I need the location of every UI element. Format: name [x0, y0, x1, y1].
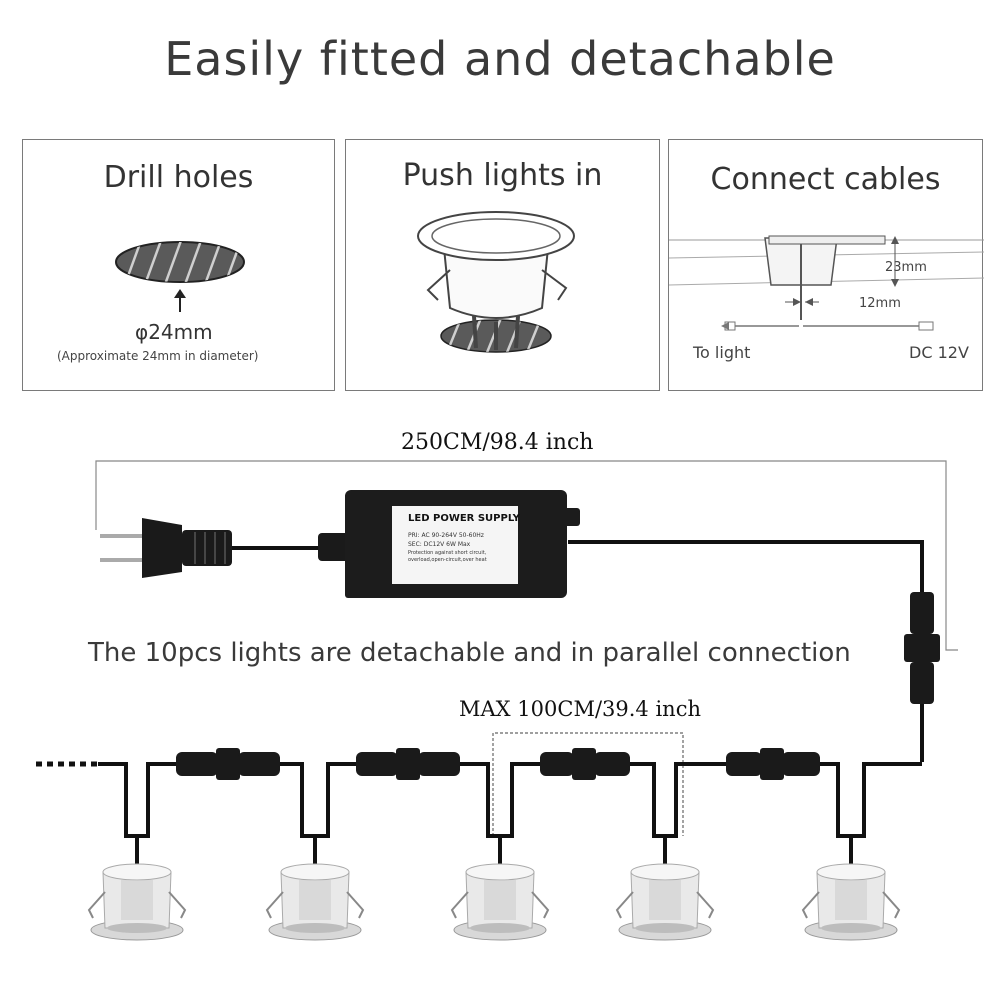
panel-drill-holes: Drill holes φ24mm (Approximate 24mm in d…	[22, 139, 335, 391]
panel-title-connect-cables: Connect cables	[710, 162, 941, 197]
page-title: Easily fitted and detachable	[164, 32, 836, 86]
power-supply-spec-1: PRI: AC 90-264V 50-60Hz	[408, 532, 484, 539]
panel-push-lights: Push lights in	[345, 139, 660, 391]
dim-width-label: 12mm	[859, 296, 901, 311]
led-light-fixture	[450, 863, 550, 941]
max-spacing-label: MAX 100CM/39.4 inch	[459, 697, 701, 721]
to-light-label: To light	[693, 343, 751, 362]
light-fixture-icon	[417, 211, 575, 353]
dc-12v-label: DC 12V	[909, 343, 969, 362]
led-light-fixture	[87, 863, 187, 941]
cable-cross-section-diagram	[669, 235, 984, 331]
total-length-label: 250CM/98.4 inch	[401, 430, 594, 455]
power-supply-box	[318, 490, 580, 598]
power-plug-icon	[100, 518, 232, 578]
panel-connect-cables: Connect cables 23mm 12mm To light DC 12V	[668, 139, 984, 391]
dim-height-label: 23mm	[885, 260, 927, 275]
drill-note: (Approximate 24mm in diameter)	[57, 349, 259, 363]
led-lights	[87, 863, 901, 941]
power-supply-spec-3: Protection against short circuit,	[408, 550, 487, 556]
panel-title-drill-holes: Drill holes	[103, 160, 254, 195]
panel-title-push-lights: Push lights in	[402, 158, 603, 193]
parallel-connection-caption: The 10pcs lights are detachable and in p…	[88, 638, 851, 668]
led-light-fixture	[265, 863, 365, 941]
led-light-fixture	[801, 863, 901, 941]
drill-hole-icon	[115, 241, 245, 312]
power-supply-label: LED POWER SUPPLY	[408, 513, 520, 524]
led-light-fixture	[615, 863, 715, 941]
drill-dimension: φ24mm	[135, 320, 213, 344]
power-supply-spec-4: overload,open-circuit,over heat	[408, 557, 487, 563]
power-supply-spec-2: SEC: DC12V 6W Max	[408, 541, 471, 548]
